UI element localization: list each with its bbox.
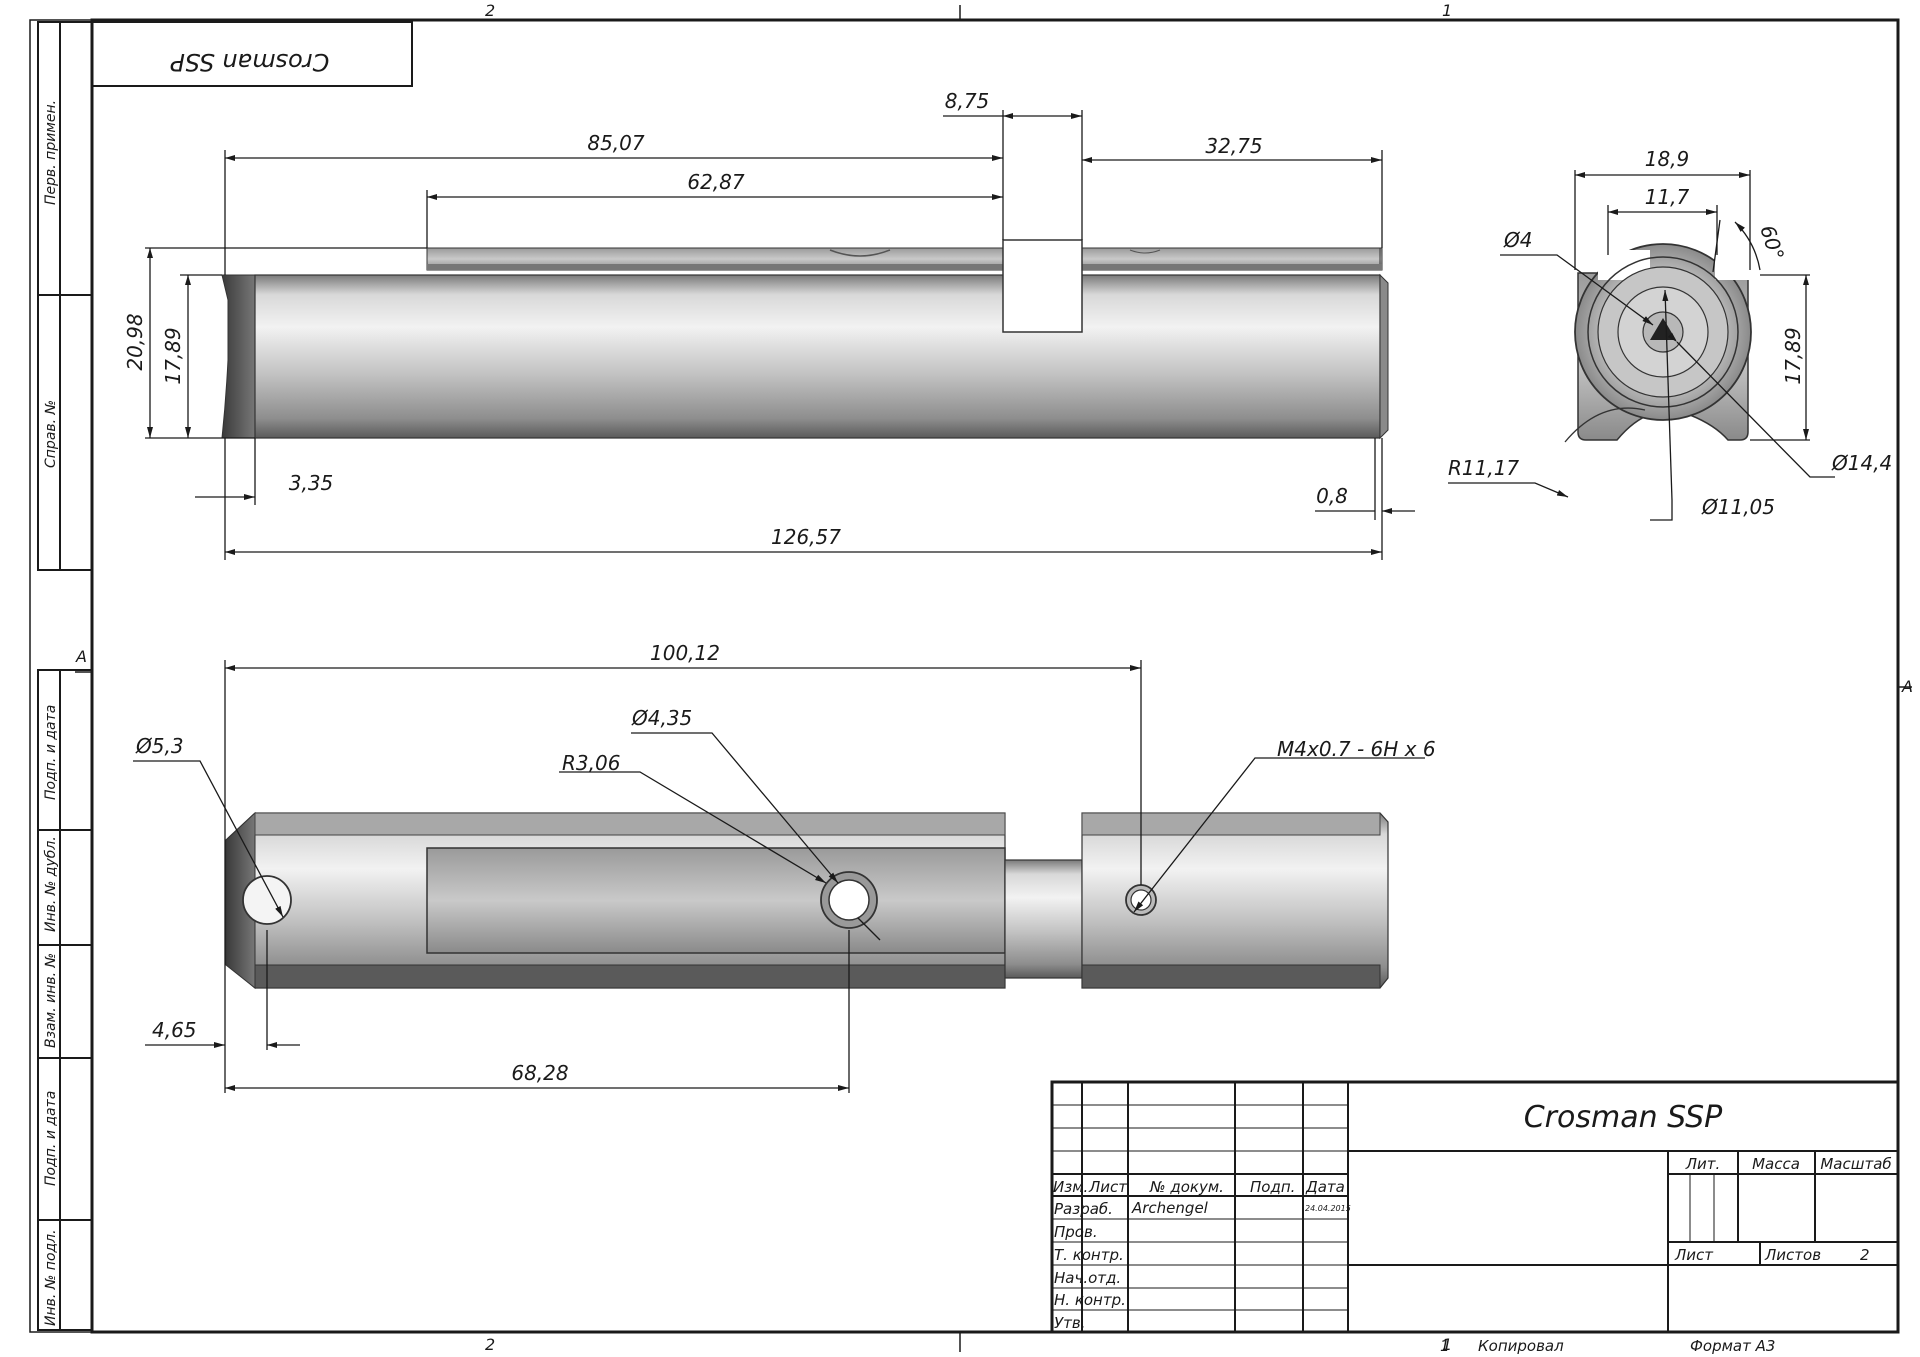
side-label-podp-data-1: Подп. и дата (43, 705, 59, 800)
dim-100-12: 100,12 (650, 641, 720, 665)
dim-phi5-3: Ø5,3 (135, 734, 184, 758)
sheet-frame (29, 5, 1912, 1352)
tb-author: Archengel (1131, 1199, 1209, 1217)
dim-68-28: 68,28 (511, 1061, 568, 1085)
tb-sheets-count: 2 (1860, 1246, 1870, 1264)
dim-phi11-05: Ø11,05 (1701, 495, 1775, 519)
side-label-inv-dubl: Инв. № дубл. (43, 836, 59, 932)
dim-phi4: Ø4 (1503, 228, 1532, 252)
side-label-podp-data-2: Подп. и дата (43, 1091, 59, 1186)
bottom-view-shaft (225, 811, 1389, 990)
tb-sheets-label: Листов (1764, 1246, 1821, 1264)
tb-sheet-label: Лист (1674, 1246, 1714, 1264)
end-view-dimensions (1448, 170, 1835, 521)
dim-85-07: 85,07 (587, 131, 645, 155)
tb-row-utv: Утв. (1054, 1314, 1086, 1332)
side-strip (37, 21, 93, 1331)
top-view-shaft (221, 239, 1389, 440)
tb-col-date: Дата (1305, 1178, 1345, 1196)
tb-row-tkontr: Т. контр. (1054, 1246, 1124, 1264)
zone-label-left-a: A (75, 647, 87, 666)
dim-phi14-4: Ø14,4 (1831, 451, 1892, 475)
side-label-perv-primen: Перв. примен. (43, 100, 59, 205)
drawing-title: Crosman SSP (1524, 1100, 1723, 1135)
zone-label-bottom-1: 1 (1442, 1335, 1452, 1354)
dim-8-75: 8,75 (945, 89, 990, 113)
side-label-sprav-no: Справ. № (43, 400, 59, 468)
dim-0-8: 0,8 (1316, 484, 1348, 508)
dim-3-35: 3,35 (289, 471, 334, 495)
dim-17-89-side: 17,89 (1781, 327, 1805, 384)
tb-copied: Копировал (1478, 1337, 1564, 1355)
dim-60-deg: 60° (1755, 222, 1789, 263)
tb-format: Формат A3 (1690, 1337, 1775, 1355)
dim-r3-06: R3,06 (562, 751, 620, 775)
tb-date: 24.04.2015 (1305, 1204, 1351, 1213)
dim-phi4-35: Ø4,35 (631, 706, 692, 730)
zone-label-top-1: 1 (1442, 1, 1452, 20)
side-label-vzam-inv: Взам. инв. № (43, 953, 59, 1048)
tb-row-nachotd: Нач.отд. (1054, 1269, 1121, 1287)
mirrored-title-text: Crosman SSP (170, 48, 329, 76)
tb-massa: Масса (1752, 1155, 1800, 1173)
tb-row-nkontr: Н. контр. (1054, 1291, 1126, 1309)
dim-r11-17: R11,17 (1448, 456, 1519, 480)
dim-18-9: 18,9 (1645, 147, 1690, 171)
title-block-grid (1050, 1080, 1900, 1334)
side-label-inv-podl: Инв. № подл. (43, 1229, 59, 1326)
tb-row-razrab: Разраб. (1054, 1200, 1113, 1218)
tb-col-sign: Подп. (1250, 1178, 1295, 1196)
tb-col-doc: № докум. (1149, 1178, 1224, 1196)
top-view-dimensions (145, 110, 1415, 560)
dim-32-75: 32,75 (1205, 134, 1262, 158)
dim-thread-m4: M4x0.7 - 6H x 6 (1277, 737, 1436, 761)
mirrored-title-box: Crosman SSP (91, 21, 413, 87)
zone-label-top-2: 2 (485, 1, 495, 20)
tb-col-izm: Изм. (1053, 1178, 1088, 1196)
dim-126-57: 126,57 (771, 525, 841, 549)
dim-11-7: 11,7 (1645, 185, 1690, 209)
dim-4-65: 4,65 (152, 1018, 197, 1042)
dim-20-98: 20,98 (123, 313, 147, 370)
zone-label-bottom-2: 2 (485, 1335, 495, 1354)
end-view (1564, 243, 1755, 443)
tb-col-list: Лист (1088, 1178, 1128, 1196)
dim-17-89: 17,89 (161, 327, 185, 384)
dim-62-87: 62,87 (687, 170, 745, 194)
tb-copied-num: 1 (1440, 1337, 1450, 1355)
bottom-view-dimensions (133, 660, 1425, 1093)
tb-masshtab: Масштаб (1820, 1155, 1891, 1173)
zone-label-right-a: A (1901, 677, 1913, 696)
tb-row-prov: Пров. (1054, 1223, 1098, 1241)
tb-lit: Лит. (1685, 1155, 1721, 1173)
